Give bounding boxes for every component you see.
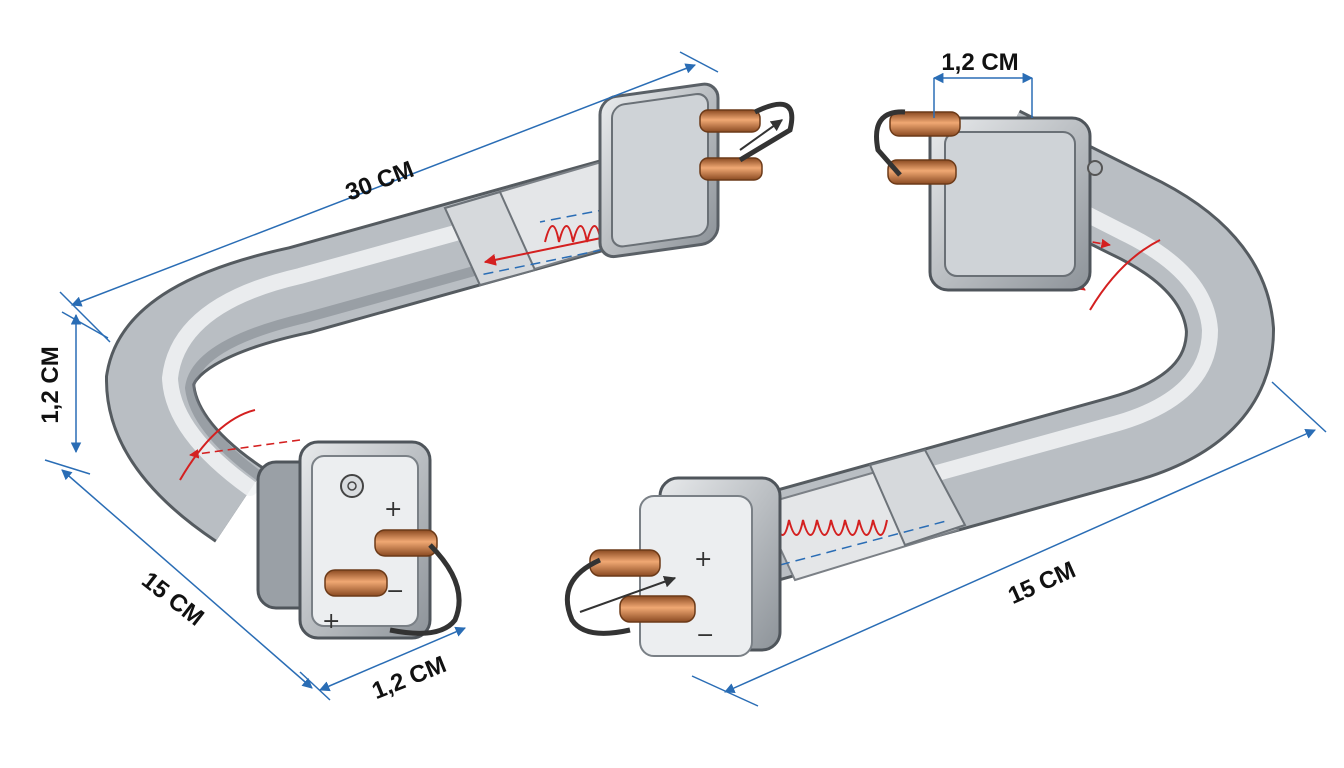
dim-left-width-line <box>61 469 313 689</box>
right-negative-symbol: − <box>696 623 714 648</box>
right-far-flange <box>874 109 1103 292</box>
right-tube-body <box>748 112 1273 581</box>
right-bend-ring <box>1089 239 1161 311</box>
label-left-length: 30 CM <box>342 156 418 207</box>
right-tube-highlight <box>752 162 1219 530</box>
left-tube-shadow <box>184 220 642 483</box>
label-left-terminal-gap: 1,2 CM <box>368 651 450 705</box>
label-left-width: 15 CM <box>136 567 208 632</box>
left-far-flange <box>598 82 795 259</box>
left-ground-screw <box>340 474 364 498</box>
left-bend-ring <box>179 409 256 481</box>
dim-left-length-line <box>71 63 696 307</box>
dim-left-gap-line <box>319 626 466 692</box>
left-near-flange: + − + <box>256 440 462 640</box>
left-positive-symbol: + <box>384 497 402 522</box>
label-left-diameter: 1,2 CM <box>37 346 64 423</box>
label-right-terminal-gap: 1,2 CM <box>941 49 1018 76</box>
left-negative-symbol: − <box>386 579 404 604</box>
label-right-length: 15 CM <box>1004 556 1080 609</box>
left-bend-arrow <box>189 439 301 459</box>
right-positive-symbol: + <box>694 547 712 572</box>
dimension-lines <box>44 51 1327 707</box>
dim-right-length-line <box>724 429 1316 693</box>
left-positive-symbol-lower: + <box>322 609 340 634</box>
right-near-flange: + − <box>564 476 782 657</box>
